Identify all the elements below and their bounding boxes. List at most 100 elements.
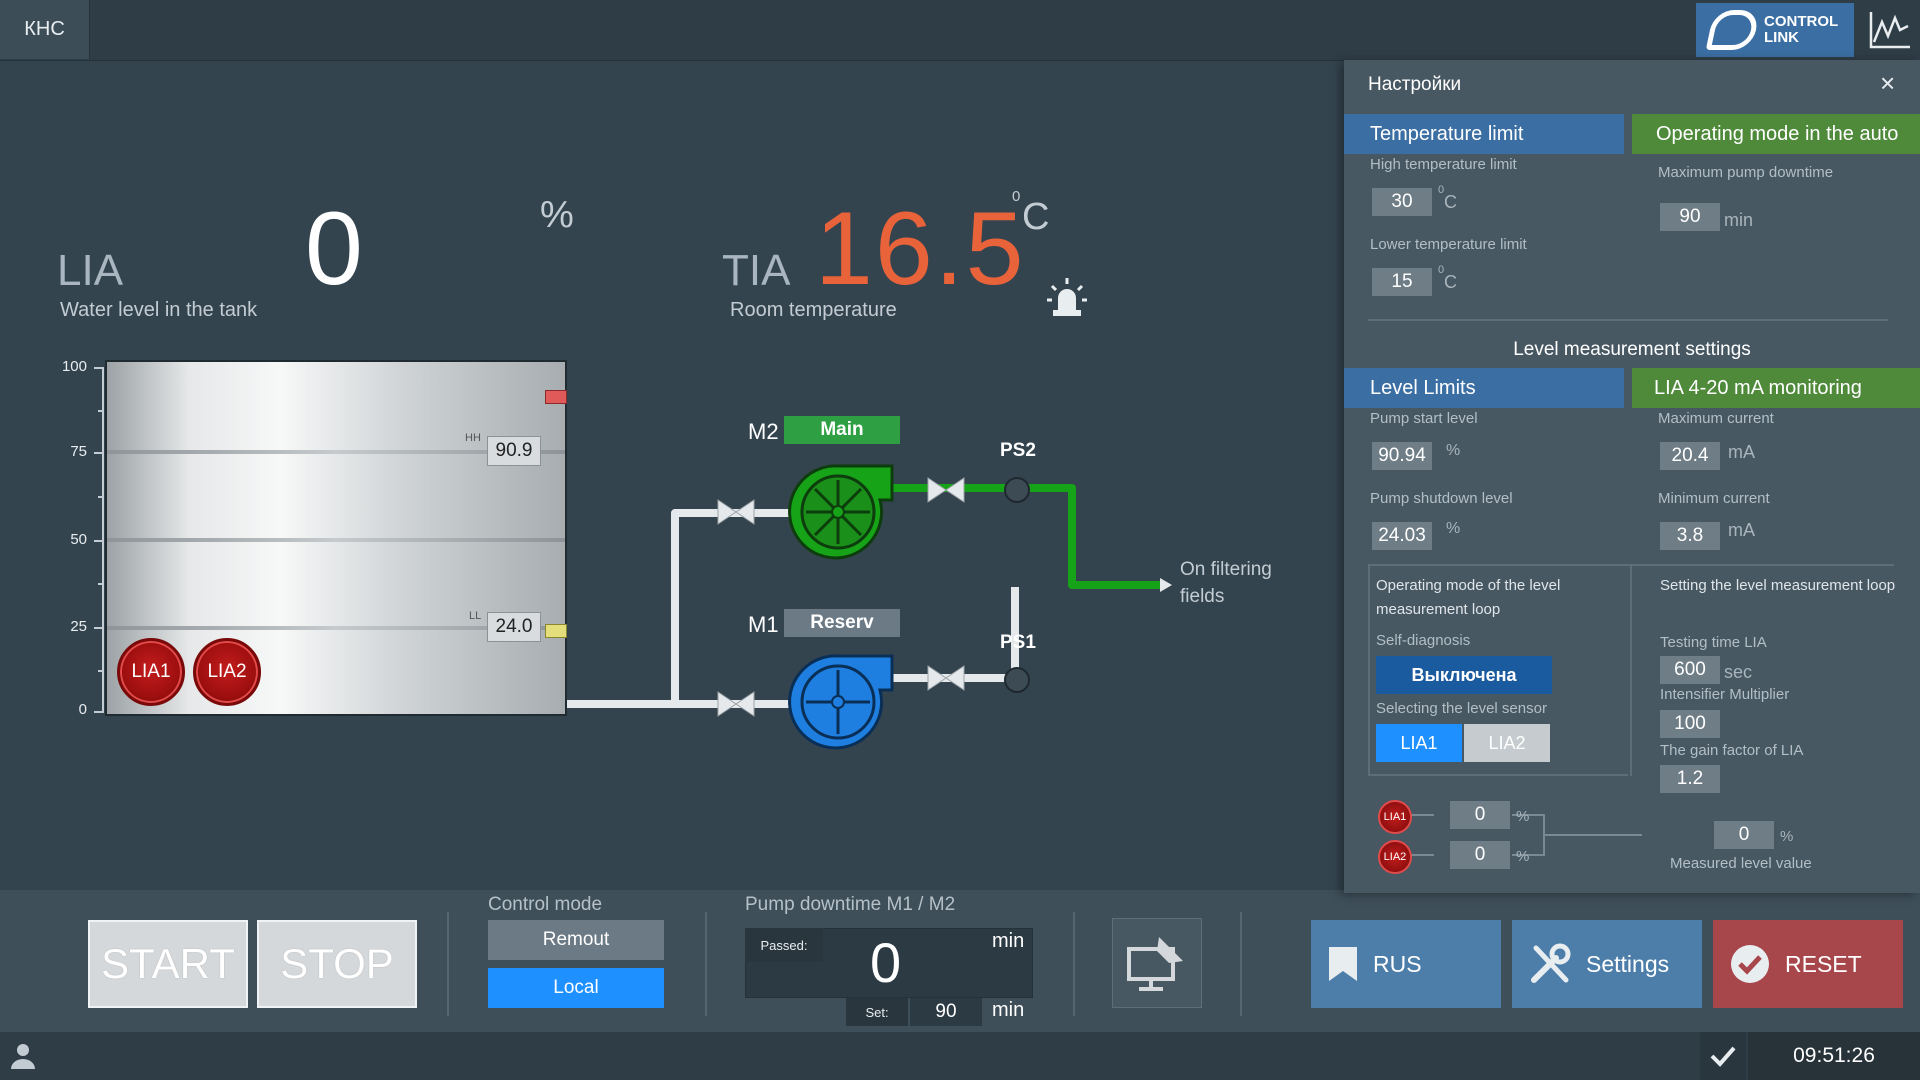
- lia2-small-badge: LIA2: [1378, 840, 1412, 874]
- self-diagnosis-label: Self-diagnosis: [1376, 632, 1471, 649]
- max-current-input[interactable]: 20.4: [1660, 442, 1720, 470]
- valve-m1-inlet-icon[interactable]: [716, 690, 756, 718]
- monitor-button[interactable]: [1112, 918, 1202, 1008]
- low-temp-unit: C: [1444, 272, 1457, 292]
- status-ok[interactable]: [1700, 1032, 1746, 1080]
- logo-text-line1: CONTROL: [1764, 13, 1839, 30]
- level-settings-title: Level measurement settings: [1513, 339, 1751, 360]
- max-downtime-label: Maximum pump downtime: [1658, 164, 1834, 181]
- measured-level-value: 0: [1714, 821, 1774, 849]
- set-unit: min: [992, 999, 1025, 1021]
- tia-unit-degree: 0: [1012, 188, 1021, 205]
- clock: 09:51:26: [1748, 1032, 1920, 1080]
- max-current-unit: mA: [1728, 442, 1755, 462]
- tia-tag: TIA: [722, 246, 791, 295]
- mode-remote-button[interactable]: Remout: [488, 920, 664, 960]
- control-link-logo: CONTROL LINK: [1696, 3, 1854, 57]
- tia-value: 16.5: [815, 191, 1026, 307]
- pump-start-input[interactable]: 90.94: [1372, 442, 1432, 470]
- pump-m1-status: Reserv: [784, 609, 900, 637]
- reset-label: RESET: [1785, 950, 1862, 977]
- high-temp-unit: C: [1444, 192, 1457, 212]
- lia-tag: LIA: [57, 246, 124, 295]
- checkmark-icon: [1710, 1046, 1736, 1067]
- ps1-sensor[interactable]: [1004, 667, 1030, 693]
- testing-time-label: Testing time LIA: [1660, 634, 1767, 651]
- hh-level-value[interactable]: 90.9: [487, 436, 541, 466]
- ps2-sensor[interactable]: [1004, 477, 1030, 503]
- outlet-label: On filtering fields: [1180, 559, 1272, 607]
- loop-mode-label: Operating mode of the level measurement …: [1376, 577, 1561, 618]
- settings-button[interactable]: Settings: [1512, 920, 1702, 1008]
- level-axis: [102, 367, 104, 712]
- ll-alarm-indicator: [545, 624, 567, 638]
- gain-input[interactable]: 1.2: [1660, 765, 1720, 793]
- control-mode-title: Control mode: [488, 894, 603, 915]
- lia-value: 0: [305, 191, 363, 307]
- settings-label: Settings: [1586, 950, 1670, 977]
- testing-time-input[interactable]: 600: [1660, 656, 1720, 684]
- logo-text-line2: LINK: [1764, 29, 1799, 46]
- ps1-label: PS1: [1000, 632, 1036, 653]
- axis-label-25: 25: [70, 618, 87, 635]
- valve-m2-inlet-icon[interactable]: [716, 498, 756, 526]
- high-temp-input[interactable]: 30: [1372, 188, 1432, 216]
- pump-m2-icon[interactable]: [788, 462, 898, 562]
- measurement-connectors: [1406, 814, 1642, 856]
- pump-shutdown-label: Pump shutdown level: [1370, 490, 1513, 507]
- reset-button[interactable]: RESET: [1713, 920, 1903, 1008]
- pump-start-label: Pump start level: [1370, 410, 1478, 427]
- close-icon[interactable]: ×: [1880, 68, 1896, 98]
- valve-m2-outlet-icon[interactable]: [926, 476, 966, 504]
- pump-shutdown-unit: %: [1446, 520, 1461, 537]
- self-diagnosis-toggle[interactable]: Выключена: [1376, 656, 1552, 694]
- sensor-lia1-button[interactable]: LIA1: [1376, 724, 1462, 762]
- rus-label: RUS: [1373, 950, 1422, 977]
- ps2-label: PS2: [1000, 440, 1036, 461]
- lia-monitoring-header: LIA 4-20 mA monitoring: [1632, 368, 1920, 408]
- water-tank: HH 90.9 LL 24.0 LIA1 LIA2: [105, 360, 567, 716]
- lia2-reading: 0: [1450, 841, 1510, 869]
- ll-tag: LL: [469, 610, 482, 622]
- rus-button[interactable]: RUS: [1311, 920, 1501, 1008]
- max-downtime-input[interactable]: 90: [1660, 203, 1720, 231]
- axis-label-50: 50: [70, 531, 87, 548]
- low-temp-input[interactable]: 15: [1372, 268, 1432, 296]
- pump-start-unit: %: [1446, 442, 1461, 459]
- measured-level-label: Measured level value: [1670, 855, 1812, 872]
- min-current-input[interactable]: 3.8: [1660, 522, 1720, 550]
- sensor-lia2-button[interactable]: LIA2: [1464, 724, 1550, 762]
- bookmark-icon: [1329, 947, 1357, 981]
- tab-khc[interactable]: КНС: [0, 0, 90, 59]
- passed-label: Passed:: [745, 928, 823, 962]
- check-circle-icon: [1731, 945, 1769, 983]
- alarm-beacon-icon[interactable]: [1044, 274, 1090, 320]
- trend-chart-icon: [1869, 12, 1910, 49]
- testing-time-unit: sec: [1724, 662, 1753, 682]
- loop-setting-label: Setting the level measurement loop: [1660, 577, 1896, 594]
- user-icon[interactable]: [10, 1042, 36, 1070]
- lia-unit: %: [540, 194, 574, 236]
- min-current-unit: mA: [1728, 520, 1755, 540]
- status-bar: [0, 1032, 1920, 1080]
- axis-label-75: 75: [70, 443, 87, 460]
- start-button[interactable]: START: [88, 920, 248, 1008]
- pump-m2-label: M2: [748, 419, 779, 444]
- settings-panel: Настройки × Temperature limit Operating …: [1344, 60, 1920, 893]
- lia2-sensor-badge[interactable]: LIA2: [193, 638, 261, 706]
- level-limits-header: Level Limits: [1344, 368, 1624, 408]
- low-temp-label: Lower temperature limit: [1370, 236, 1527, 253]
- trend-chart-button[interactable]: [1862, 3, 1918, 57]
- valve-m1-outlet-icon[interactable]: [926, 664, 966, 692]
- set-value-input[interactable]: 90: [910, 998, 982, 1026]
- pump-m1-icon[interactable]: [788, 652, 898, 752]
- hh-alarm-indicator: [545, 390, 567, 404]
- lia1-sensor-badge[interactable]: LIA1: [117, 638, 185, 706]
- intensifier-input[interactable]: 100: [1660, 710, 1720, 738]
- pump-shutdown-input[interactable]: 24.03: [1372, 522, 1432, 550]
- stop-button[interactable]: STOP: [257, 920, 417, 1008]
- temperature-limit-header: Temperature limit: [1344, 114, 1624, 154]
- mode-local-button[interactable]: Local: [488, 968, 664, 1008]
- ll-level-value[interactable]: 24.0: [487, 612, 541, 642]
- pump-m1-label: M1: [748, 612, 779, 637]
